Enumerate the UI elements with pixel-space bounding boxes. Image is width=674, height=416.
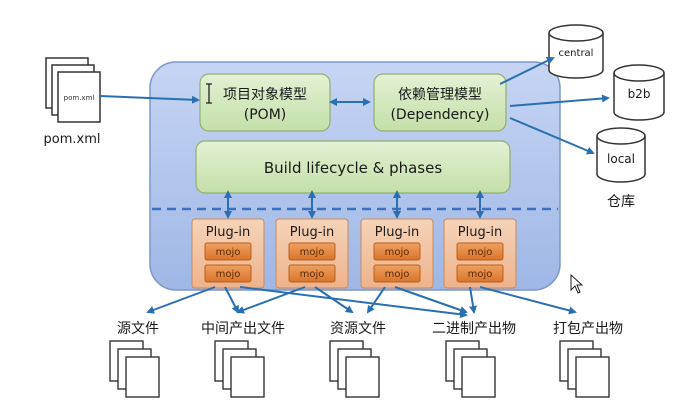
- arrow-pom-to-model: [99, 95, 200, 104]
- mojo-box: [373, 264, 421, 283]
- mojo-label: mojo: [385, 247, 410, 258]
- pom-model-title: 项目对象模型: [223, 87, 307, 103]
- output-label: 源文件: [117, 321, 159, 337]
- repository-b2b-label: b2b: [628, 87, 651, 101]
- plugin-label: Plug-in: [206, 225, 250, 240]
- dependency-model-title: 依赖管理模型: [398, 87, 482, 103]
- plugin-2: Plug-in mojo mojo: [275, 190, 349, 289]
- document-stack-icon: [559, 340, 610, 398]
- repository-local: local: [596, 127, 646, 183]
- mojo-label: mojo: [300, 247, 325, 258]
- output-5: 打包产出物: [553, 320, 623, 398]
- output-label: 中间产出文件: [201, 321, 285, 337]
- output-2: 中间产出文件: [201, 321, 285, 398]
- mojo-label: mojo: [216, 247, 241, 258]
- plugin-label: Plug-in: [290, 225, 334, 240]
- pom-model-subtitle: (POM): [244, 107, 286, 123]
- mojo-box: [456, 242, 504, 261]
- mojo-label: mojo: [300, 269, 325, 280]
- mojo-box: [204, 264, 252, 283]
- output-4: 二进制产出物: [432, 321, 516, 398]
- lifecycle-label: Build lifecycle & phases: [264, 159, 443, 177]
- pom-xml-documents: pom.xml: [45, 57, 101, 123]
- arrow-to-central: [499, 57, 555, 85]
- repository-central-label: central: [559, 48, 594, 59]
- plugin-4: Plug-in mojo mojo: [443, 190, 517, 289]
- plugin-1: Plug-in mojo mojo: [191, 190, 265, 289]
- repository-caption: 仓库: [607, 194, 635, 210]
- arrow-to-local: [509, 117, 595, 155]
- repository-local-label: local: [607, 152, 635, 166]
- repository-b2b: b2b: [613, 64, 665, 121]
- arrow-to-b2b: [509, 94, 610, 107]
- mojo-box: [288, 242, 336, 261]
- dependency-model-box: [373, 73, 507, 132]
- mojo-box: [204, 242, 252, 261]
- repository-central: central: [548, 24, 604, 79]
- mojo-label: mojo: [468, 269, 493, 280]
- text-cursor-icon: [206, 83, 212, 104]
- output-label: 资源文件: [330, 321, 386, 337]
- document-stack-icon: [214, 340, 265, 398]
- output-label: 二进制产出物: [432, 321, 516, 337]
- mouse-pointer-icon: [570, 273, 584, 294]
- mojo-label: mojo: [216, 269, 241, 280]
- pom-doc-label: pom.xml: [64, 94, 95, 102]
- output-arrows: [146, 286, 577, 319]
- output-1: 源文件: [109, 321, 160, 398]
- output-3: 资源文件: [329, 321, 386, 398]
- mojo-box: [373, 242, 421, 261]
- plugin-label: Plug-in: [458, 225, 502, 240]
- document-stack-icon: [445, 340, 496, 398]
- dependency-model-subtitle: (Dependency): [390, 107, 489, 123]
- document-stack-icon: [109, 340, 160, 398]
- plugin-label: Plug-in: [375, 225, 419, 240]
- mojo-box: [288, 264, 336, 283]
- mojo-label: mojo: [385, 269, 410, 280]
- mojo-box: [456, 264, 504, 283]
- output-label: 打包产出物: [553, 320, 623, 337]
- lifecycle-box: [195, 140, 511, 194]
- plugin-3: Plug-in mojo mojo: [360, 190, 434, 289]
- mojo-label: mojo: [468, 247, 493, 258]
- document-stack-icon: [329, 340, 380, 398]
- pom-caption: pom.xml: [44, 132, 101, 147]
